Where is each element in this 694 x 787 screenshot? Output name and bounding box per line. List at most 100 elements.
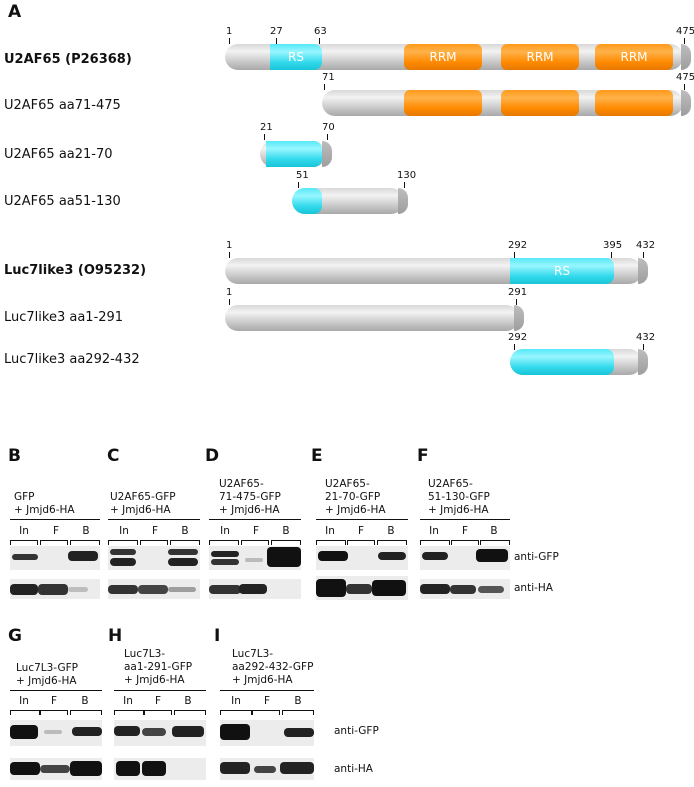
panel-b-label: B: [8, 446, 21, 466]
blot-e-rule: [316, 519, 408, 520]
band: [138, 585, 168, 594]
band: [116, 761, 140, 776]
tick: [276, 38, 277, 44]
blot-h-rule: [114, 690, 206, 691]
lane-b: B: [184, 695, 192, 707]
luc7like3-label: Luc7like3 (O95232): [4, 263, 147, 278]
lane-bracket: [480, 540, 510, 545]
blot-f-rule: [420, 519, 510, 520]
band: [378, 552, 406, 560]
lane-bracket: [170, 540, 200, 545]
blot-c-rule: [108, 519, 200, 520]
blot-b-rule: [10, 519, 100, 520]
n21: 21: [260, 122, 273, 133]
band: [209, 585, 241, 594]
lane-f: F: [461, 525, 469, 537]
lane-f: F: [252, 525, 260, 537]
anti-ha-label-bottom: anti-HA: [334, 763, 373, 775]
lane-bracket: [70, 710, 102, 715]
lane-bracket: [10, 540, 38, 545]
panel-i-label: I: [214, 626, 221, 646]
rrm-domain-1: RRM: [404, 44, 482, 70]
luc7like3-1-291-label: Luc7like3 aa1-291: [4, 310, 124, 325]
band: [267, 547, 301, 567]
tick: [229, 299, 230, 305]
u2af65-label: U2AF65 (P26368): [4, 52, 132, 67]
blot-f-title-2: 51-130-GFP: [428, 491, 490, 503]
n475: 475: [676, 72, 694, 83]
lane-bracket: [40, 710, 68, 715]
lane-f: F: [357, 525, 365, 537]
u2af65-n63: 63: [314, 26, 327, 37]
n130: 130: [397, 170, 417, 181]
tick: [319, 38, 320, 44]
blot-g-rule: [10, 690, 102, 691]
tick: [514, 252, 515, 258]
panel-g-label: G: [8, 626, 22, 646]
u2af65-n27: 27: [270, 26, 283, 37]
band: [318, 551, 348, 561]
band: [142, 761, 166, 776]
rrm-domain-3: RRM: [595, 44, 673, 70]
anti-ha-label-top: anti-HA: [514, 582, 553, 594]
protein-bar-end: [681, 44, 691, 70]
tick: [229, 38, 230, 44]
lane-b: B: [82, 525, 90, 537]
lane-f: F: [154, 695, 162, 707]
band: [72, 727, 102, 736]
blot-i-rule: [220, 690, 314, 691]
rs-domain: [266, 141, 322, 167]
band: [10, 584, 38, 595]
lane-in: In: [19, 525, 29, 537]
rs-domain: RS: [510, 258, 614, 284]
n291: 291: [508, 287, 528, 298]
band: [12, 554, 38, 560]
panel-c-label: C: [107, 446, 120, 466]
lane-in: In: [231, 695, 241, 707]
lane-bracket: [282, 710, 314, 715]
band: [168, 549, 198, 555]
tick: [514, 344, 515, 350]
n432: 432: [636, 240, 656, 251]
band: [110, 558, 136, 566]
blot-f-title-3: + Jmjd6-HA: [428, 504, 489, 516]
band: [372, 580, 406, 596]
blot-e-ha-gel: [316, 576, 408, 600]
band: [245, 558, 263, 562]
band: [68, 587, 88, 592]
anti-gfp-label-bottom: anti-GFP: [334, 725, 379, 737]
lane-bracket: [347, 540, 375, 545]
panel-f-label: F: [417, 446, 429, 466]
lane-f: F: [50, 695, 58, 707]
lane-b: B: [387, 525, 395, 537]
n292: 292: [508, 332, 528, 343]
n1: 1: [226, 287, 233, 298]
band: [420, 584, 450, 594]
blot-i-title-2: aa292-432-GFP: [232, 661, 314, 673]
lane-b: B: [181, 525, 189, 537]
blot-g-title-2: + Jmjd6-HA: [16, 675, 77, 687]
blot-i-ha-gel: [220, 758, 314, 780]
lane-bracket: [40, 540, 68, 545]
u2af65-n475: 475: [676, 26, 694, 37]
tick: [643, 252, 644, 258]
blot-i-title-3: + Jmjd6-HA: [232, 674, 293, 686]
blot-b-ha-gel: [10, 579, 100, 599]
band: [44, 730, 62, 734]
tick: [264, 134, 265, 140]
blot-h-gfp-gel: [114, 720, 206, 746]
tick: [327, 134, 328, 140]
blot-b-title-2: + Jmjd6-HA: [14, 504, 75, 516]
band: [108, 585, 138, 594]
blot-c-title-1: U2AF65-GFP: [110, 491, 176, 503]
protein-bar-end: [638, 258, 648, 284]
band: [280, 762, 314, 774]
tick: [404, 182, 405, 188]
blot-d-rule: [209, 519, 301, 520]
u2af65-21-70-label: U2AF65 aa21-70: [4, 147, 113, 162]
protein-bar-end: [322, 141, 332, 167]
lane-bracket: [377, 540, 407, 545]
tick: [229, 252, 230, 258]
lane-f: F: [151, 525, 159, 537]
band: [40, 765, 70, 773]
